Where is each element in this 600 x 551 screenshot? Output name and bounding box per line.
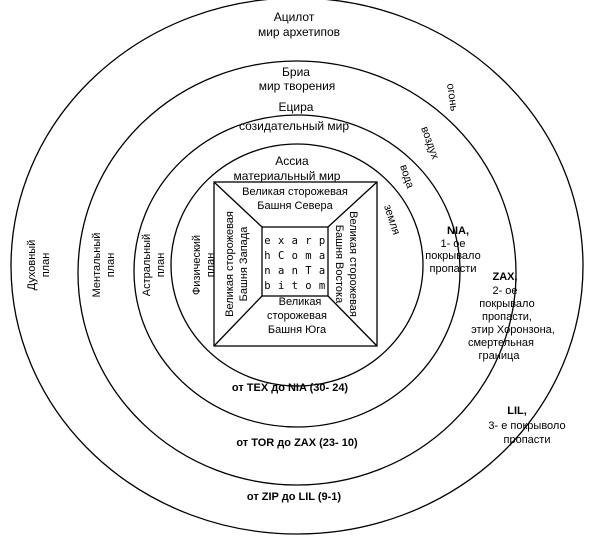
diagonal-sw [213,295,263,347]
assiah-subtitle: материальный мир [234,169,341,183]
veil-nia-line4: пропасти [430,263,477,275]
outer-square [213,181,378,347]
veil-zax-line7: граница [479,350,521,362]
circle-assiah [170,143,424,387]
veil-lil-line2: 3- е покрыволо [488,420,565,432]
plane-mental: Ментальный план [91,233,117,298]
outer-circle-atziluth [10,0,584,535]
tower-south-line2: сторожевая [267,310,327,322]
tower-north-line1: Великая сторожевая [242,186,348,198]
grid-row-3: n a n T a [264,265,325,277]
plane-mental-line2: план [105,253,117,278]
diagonal-se [327,295,378,347]
circle-yetzirah [133,114,461,428]
inner-square [261,226,329,297]
grid-row-4: b i t o m [264,280,325,292]
veil-nia-line2: 1- ое [440,238,465,250]
yetzirah-subtitle: созидательный мир [239,119,349,133]
plane-physical-line1: Физический [191,235,203,295]
veil-lil-line1: LIL, [507,405,527,417]
circle-briah [77,60,517,486]
veil-zax-line2: 2- ое [492,285,517,297]
grid-row-2: h C o m a [264,250,325,262]
briah-title: Бриа [282,65,310,79]
element-fire: огонь [444,83,460,112]
veil-nia-line3: покрывало [425,250,480,262]
veil-zax-line4: пропасти, [482,311,532,323]
tower-west: Великая сторожевая Башня Запада [224,211,250,317]
diagonal-nw [213,181,263,228]
element-earth: земля [381,203,402,236]
tower-east-line2: Башня Востока [333,225,345,304]
tower-north-line2: Башня Севера [257,200,333,212]
tower-west-line1: Великая сторожевая [224,211,236,317]
plane-mental-line1: Ментальный [91,233,103,298]
range-middle: от TOR до ZAX (23- 10) [236,437,358,449]
veil-nia-line1: NIA, [447,225,469,237]
assiah-title: Ассиа [275,154,309,168]
grid-row-1: e x a r p [264,235,325,247]
veil-zax-line3: покрывало [479,298,534,310]
plane-physical: Физический план [191,235,217,295]
tower-west-line2: Башня Запада [238,226,250,302]
yetzirah-title: Ецира [279,100,314,114]
veil-zax-line6: смертельная [468,337,534,349]
veil-zax-line5: этир Хоронзона, [471,324,555,336]
plane-spiritual-line2: план [40,253,52,278]
briah-subtitle: мир творения [259,79,336,93]
plane-physical-line2: план [205,253,217,278]
plane-spiritual: Духовный план [26,240,52,291]
range-outer: от ZIP до LIL (9-1) [247,491,342,503]
element-water: вода [397,163,416,190]
veil-lil-line3: пропасти [504,434,551,446]
plane-spiritual-line1: Духовный [26,240,38,291]
atziluth-title: Ацилот [274,10,315,24]
range-inner: от TEX до NIA (30- 24) [232,382,349,394]
plane-astral-line2: план [155,253,167,278]
tower-south-line1: Великая [279,296,322,308]
diagonal-ne [327,181,378,228]
plane-astral-line1: Астральный [141,234,153,296]
plane-astral: Астральный план [141,234,167,296]
tower-east: Великая сторожевая Башня Востока [333,211,359,317]
tower-east-line1: Великая сторожевая [347,211,359,317]
element-air: воздух [418,125,441,161]
tower-south-line3: Башня Юга [268,324,327,336]
atziluth-subtitle: мир архетипов [258,25,340,39]
veil-zax-line1: ZAX, [492,271,517,283]
